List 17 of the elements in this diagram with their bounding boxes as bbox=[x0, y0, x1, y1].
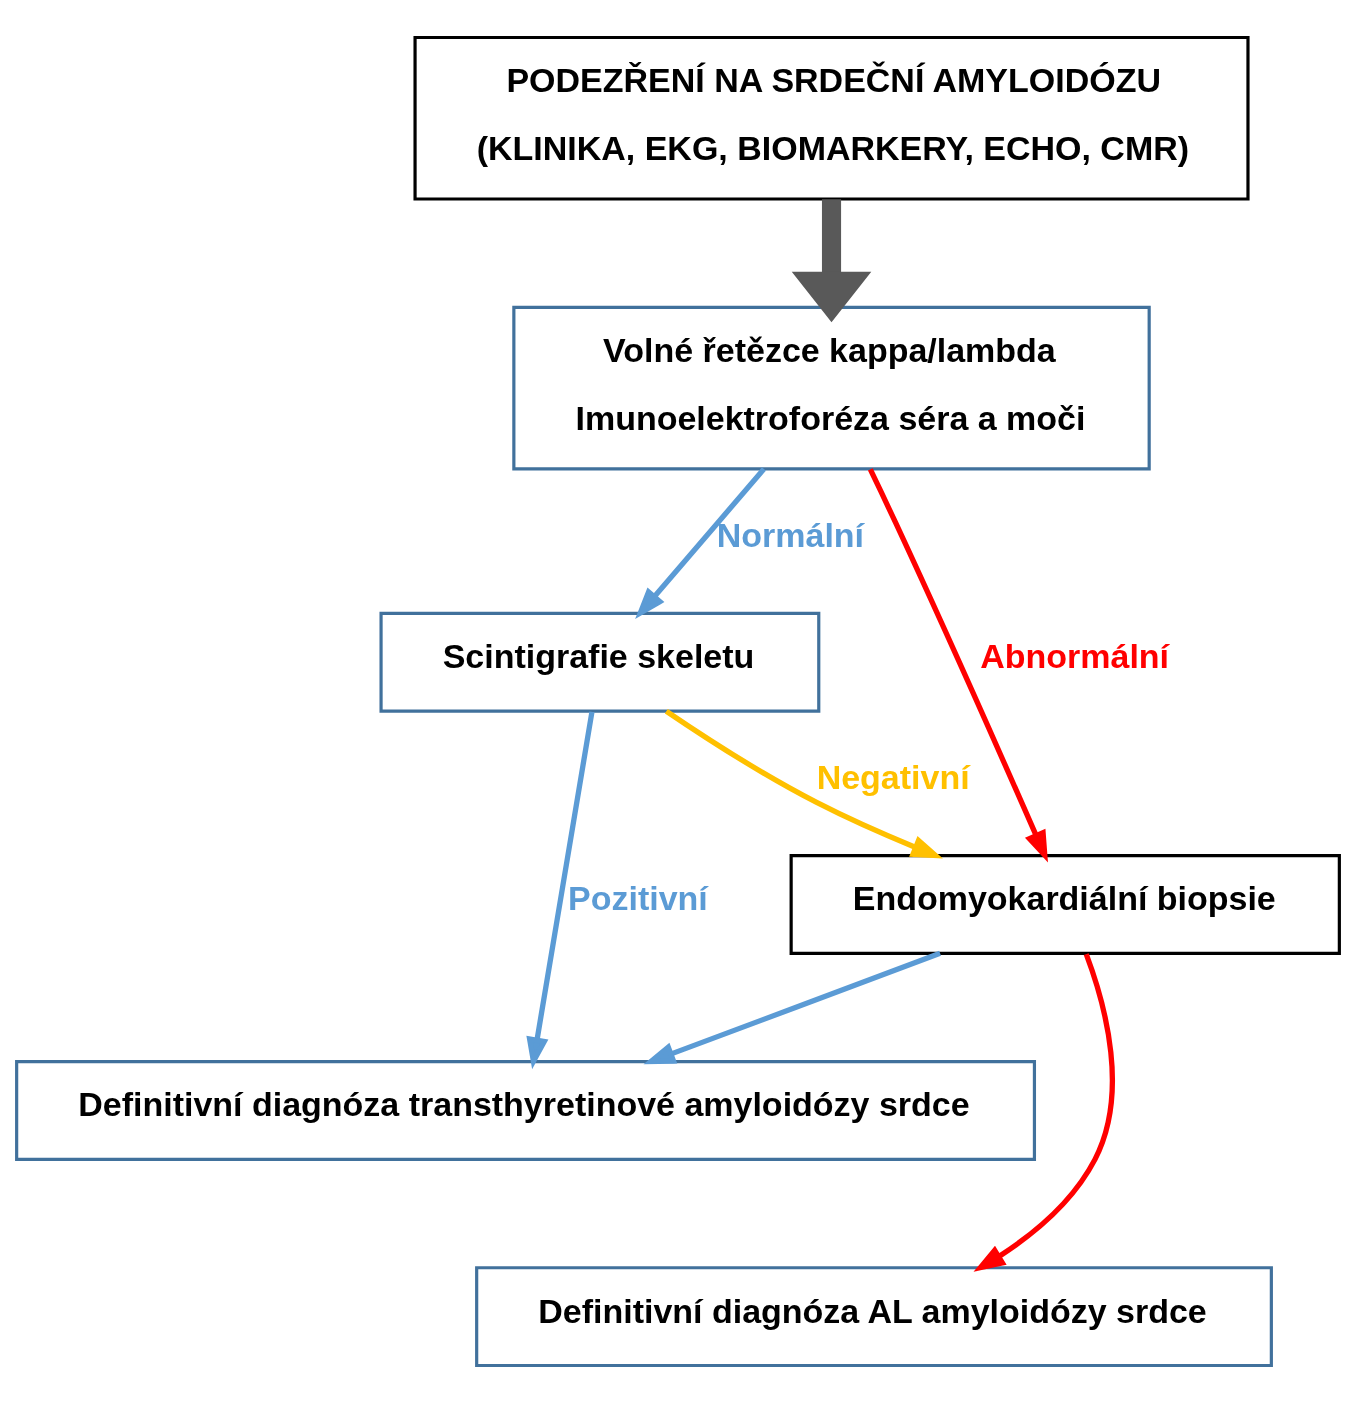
node-box: Endomyokardiální biopsie bbox=[789, 853, 1341, 955]
edge-label: Normální bbox=[716, 515, 865, 554]
node-box: Definitivní diagnóza AL amyloidózy srdce bbox=[475, 1265, 1273, 1367]
arrow bbox=[643, 950, 941, 1064]
arrow bbox=[867, 467, 1048, 863]
edge-label: Negativní bbox=[816, 757, 970, 796]
edge-label: Abnormální bbox=[980, 636, 1170, 675]
node-box: PODEZŘENÍ NA SRDEČNÍ AMYLOIDÓZU (KLINIKA, EKG, BIOMARKERY, ECHO, CMR) bbox=[413, 35, 1250, 201]
arrow bbox=[973, 952, 1115, 1272]
arrow bbox=[791, 198, 872, 322]
arrow bbox=[635, 466, 766, 619]
node-box: Volné řetězce kappa/lambda Imunoelektroforéza séra a moči bbox=[512, 305, 1151, 470]
node-box: Definitivní diagnóza transthyretinové amyloidózy srdce bbox=[15, 1059, 1037, 1161]
edge-label: Pozitivní bbox=[568, 878, 708, 917]
arrow bbox=[664, 708, 943, 858]
node-box: Scintigrafie skeletu bbox=[379, 611, 821, 713]
arrow bbox=[526, 710, 595, 1069]
